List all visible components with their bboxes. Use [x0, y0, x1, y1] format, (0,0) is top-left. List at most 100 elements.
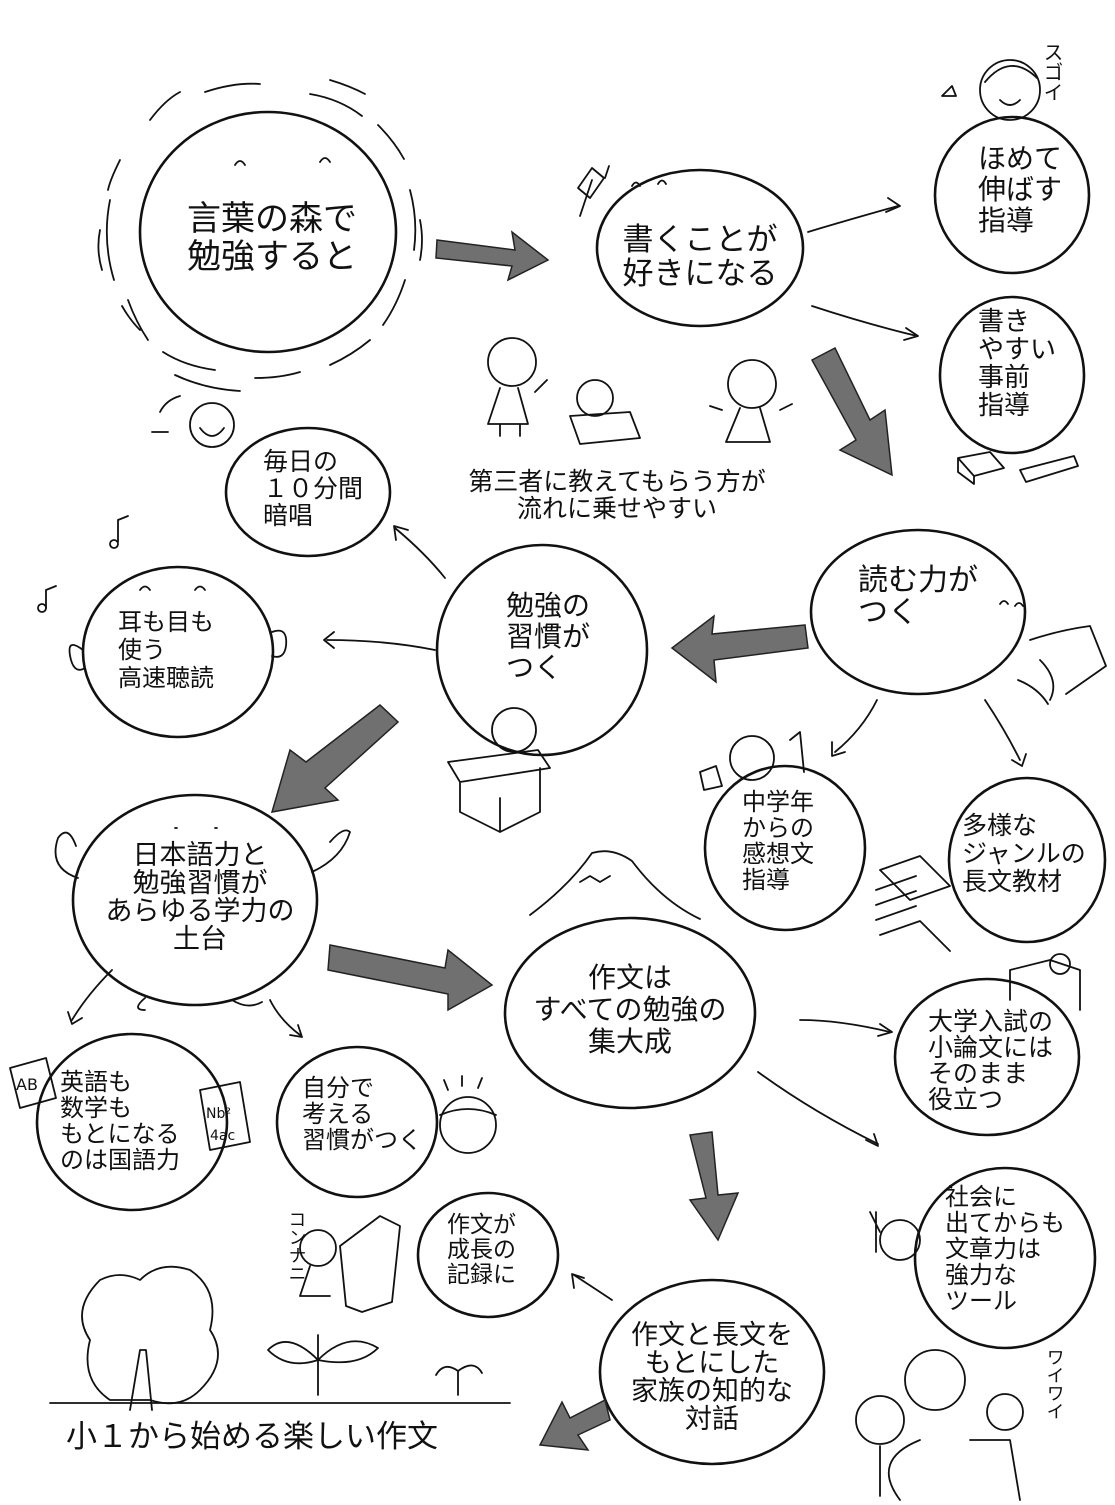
node-line: 記録に — [447, 1262, 516, 1288]
big-arrow-benkyou-to-nihongo — [270, 704, 400, 813]
daigaku-bubble — [893, 977, 1081, 1137]
big-arrow-nihongo-to-sakubun — [327, 944, 494, 1012]
node-line: 大学入試の — [928, 1007, 1053, 1036]
node-text-chuugakunen: 中学年からの感想文指導 — [742, 788, 814, 894]
node-text-jibun-kangaeru: 自分で考える習慣がつく — [302, 1074, 422, 1154]
node-line: すべての勉強の — [534, 993, 727, 1026]
node-line: 指導 — [978, 391, 1030, 421]
svg-text:AB: AB — [16, 1075, 38, 1094]
node-line: 耳も目も — [118, 608, 214, 636]
node-line: 事前 — [978, 363, 1030, 393]
kazoku-bubble — [598, 1278, 826, 1466]
node-line: 家族の知的な — [631, 1376, 793, 1407]
shakai-bubble — [913, 1166, 1097, 1350]
big-arrow-kazoku-to-caption — [538, 1398, 611, 1451]
node-line: 中学年 — [742, 788, 814, 816]
books-icon — [957, 451, 1079, 485]
mainichi-bubble — [224, 426, 392, 558]
node-line: 成長の — [447, 1237, 516, 1263]
node-line: 役立つ — [928, 1085, 1003, 1114]
node-line: やすい — [978, 335, 1056, 365]
node-text-eigo-suugaku: 英語も数学ももとになるのは国語力 — [60, 1068, 180, 1174]
node-text-daigaku-nyuushi: 大学入試の小論文にはそのまま役立つ — [928, 1007, 1053, 1114]
girl-face-icon-sugoi — [941, 59, 1041, 121]
node-line: 勉強すると — [187, 237, 357, 277]
node-line: 出てからも — [945, 1209, 1065, 1237]
node-text-kazoku-taiwa: 作文と長文をもとにした家族の知的な対話 — [631, 1320, 793, 1435]
node-line: もとになる — [60, 1120, 180, 1148]
thin-arrows — [67, 197, 1027, 1301]
node-line: 長文教材 — [962, 867, 1062, 896]
node-line: 指導 — [742, 866, 790, 894]
node-line: つく — [858, 595, 918, 630]
node-line: そのまま — [928, 1059, 1028, 1088]
tayou-bubble — [947, 776, 1107, 944]
node-text-kotoba-no-mori: 言葉の森で勉強すると — [187, 199, 357, 277]
eigo-bubble — [35, 1032, 229, 1212]
math-card-icon: Nb² 4ac — [199, 1081, 251, 1151]
node-line: 小論文には — [928, 1033, 1053, 1062]
node-line: 高速聴読 — [118, 664, 214, 692]
reading-hands-icon — [1017, 625, 1107, 705]
node-line: 強力な — [945, 1261, 1017, 1289]
node-line: 第三者に教えてもらう方が — [468, 467, 766, 496]
student-at-desk-icon — [447, 707, 551, 833]
node-line: 感想文 — [742, 840, 814, 868]
node-line: 作文と長文を — [631, 1320, 793, 1351]
kaku-suki-bubble — [595, 168, 805, 328]
node-text-yomu-chikara: 読む力がつく — [858, 563, 978, 630]
mimi-bubble — [68, 565, 288, 739]
node-line: 文章力は — [945, 1235, 1041, 1263]
node-line: 考える — [302, 1100, 373, 1128]
node-line: 暗唱 — [263, 501, 313, 530]
headband-kid-icon — [439, 1075, 497, 1154]
node-line: 数学も — [60, 1094, 132, 1122]
node-line: 習慣がつく — [302, 1126, 422, 1154]
alphabet-card-icon: AB — [9, 1057, 57, 1109]
node-text-shakai: 社会に出てからも文章力は強力なツール — [945, 1183, 1065, 1315]
node-text-nihongo-doudai: 日本語力と勉強習慣があらゆる学力の土台 — [106, 840, 295, 955]
node-line: もとにした — [645, 1348, 779, 1379]
chuugakunen-bubble — [703, 764, 867, 932]
node-line: 土台 — [173, 924, 227, 955]
kakiyasui-bubble — [938, 295, 1086, 455]
node-line: 使う — [118, 636, 166, 664]
node-line: 社会に — [945, 1183, 1017, 1211]
node-line: 習慣が — [506, 620, 590, 653]
sound-word-waiwai: ワイワイ — [1044, 1348, 1065, 1420]
homete-bubble — [933, 115, 1091, 275]
node-line: 自分で — [302, 1074, 374, 1102]
big-arrow-yomu-to-benkyou — [670, 614, 809, 684]
big-arrow-sakubun-to-kazoku — [688, 1131, 740, 1242]
big-arrow-sun-to-kaku — [435, 230, 550, 282]
node-line: 毎日の — [263, 447, 338, 476]
node-line: 読む力が — [858, 563, 978, 598]
node-texts: 言葉の森で勉強すると書くことが好きになるほめて伸ばす指導書きやすい事前指導第三者… — [60, 142, 1086, 1435]
seichou-bubble — [416, 1191, 560, 1319]
node-line: 日本語力と — [133, 840, 268, 871]
node-line: のは国語力 — [60, 1146, 180, 1174]
node-line: 流れに乗せやすい — [517, 494, 717, 523]
node-line: 伸ばす — [978, 173, 1062, 206]
node-line: 指導 — [978, 204, 1034, 237]
node-line: 勉強の — [506, 589, 590, 622]
node-text-benkyou-shuukan: 勉強の習慣がつく — [506, 589, 590, 684]
node-line: 言葉の森で — [187, 199, 357, 239]
sound-word-konnani: コンナニ — [286, 1210, 307, 1282]
pencil-icon — [577, 165, 610, 217]
nihongo-bubble — [54, 793, 351, 1011]
node-line: つく — [506, 651, 562, 684]
node-text-homete-nobasu: ほめて伸ばす指導 — [978, 142, 1062, 237]
node-text-mainichi-anshou: 毎日の１０分間暗唱 — [263, 447, 363, 530]
jibun-bubble — [275, 1045, 439, 1199]
node-text-kaku-suki: 書くことが好きになる — [623, 222, 778, 292]
node-line: 多様な — [962, 811, 1037, 840]
university-building-icon — [1009, 953, 1081, 1011]
node-line: 作文は — [588, 961, 672, 994]
node-line: 英語も — [60, 1068, 132, 1096]
sun-bubble — [97, 79, 423, 392]
node-text-mimi-me: 耳も目も使う高速聴読 — [118, 608, 214, 692]
node-line: 作文が — [447, 1212, 516, 1238]
node-line: 対話 — [685, 1404, 739, 1435]
